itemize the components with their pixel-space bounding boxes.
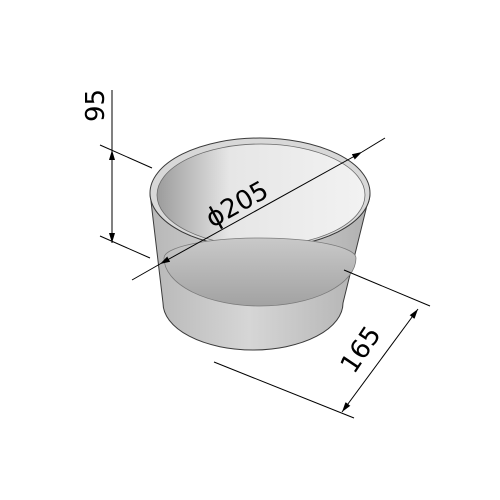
diameter-line <box>159 151 363 265</box>
diameter-leader-left <box>131 263 161 281</box>
diameter-leader-right <box>361 137 386 153</box>
pan <box>149 137 371 351</box>
bottom-dimension-line <box>341 308 419 413</box>
height-extension-bottom <box>99 235 151 259</box>
bottom-label: 165 <box>335 321 388 379</box>
height-dimension: 95 <box>81 89 153 259</box>
bottom-extension-left <box>213 361 355 419</box>
bottom-extension-right <box>343 269 431 307</box>
height-extension-top <box>99 144 153 169</box>
height-label: 95 <box>81 89 111 122</box>
